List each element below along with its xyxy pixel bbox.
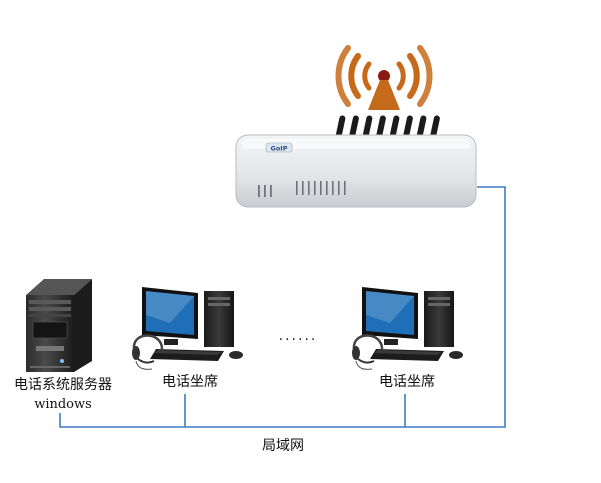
gateway-antenna bbox=[430, 115, 440, 140]
pc-drive-bay bbox=[208, 303, 230, 306]
server-tower-icon bbox=[26, 279, 92, 372]
ellipsis-more-agents: ...... bbox=[279, 328, 318, 344]
gateway-antenna bbox=[349, 115, 359, 140]
monitor-screen bbox=[366, 291, 414, 335]
monitor-glare bbox=[146, 291, 194, 323]
network-links bbox=[59, 186, 506, 428]
gateway-vents-left bbox=[258, 185, 272, 197]
headset-icon bbox=[352, 346, 360, 360]
headset-band bbox=[132, 334, 164, 350]
agent-2-label: 电话坐席 bbox=[379, 374, 435, 390]
headset-cable bbox=[355, 360, 373, 370]
monitor-screen bbox=[146, 291, 194, 335]
gateway-antenna bbox=[389, 115, 400, 140]
gateway-antenna bbox=[403, 115, 413, 140]
server-label: 电话系统服务器 bbox=[14, 377, 112, 393]
headset-mic bbox=[137, 358, 155, 364]
gateway-antenna bbox=[376, 115, 386, 140]
agent-workstation-1 bbox=[132, 287, 243, 370]
gateway-antenna bbox=[362, 115, 373, 140]
gateway-brand-label: GoIP bbox=[271, 145, 288, 153]
server-os-label: windows bbox=[34, 397, 92, 412]
pc-tower-icon bbox=[424, 291, 454, 347]
gateway-ports bbox=[296, 181, 346, 195]
headset-mic bbox=[357, 358, 375, 364]
pc-drive-bay bbox=[428, 303, 450, 306]
monitor-stand bbox=[164, 339, 178, 345]
goip-gateway-device: GoIP bbox=[235, 115, 477, 208]
pc-tower-icon bbox=[204, 291, 234, 347]
gateway-antenna bbox=[335, 115, 346, 140]
headset-cable bbox=[135, 360, 153, 370]
wireless-signal-icon bbox=[335, 45, 433, 110]
agent-workstation-2 bbox=[352, 287, 463, 370]
pc-drive-bay bbox=[428, 297, 450, 300]
pc-drive-bay bbox=[208, 297, 230, 300]
gateway-antennas bbox=[335, 115, 440, 140]
headset-band bbox=[352, 334, 384, 350]
monitor-stand bbox=[384, 339, 398, 345]
keyboard-keys bbox=[374, 350, 442, 355]
agent-1-label: 电话坐席 bbox=[162, 374, 218, 390]
lan-label: 局域网 bbox=[262, 438, 304, 454]
monitor-glare bbox=[366, 291, 414, 323]
keyboard-keys bbox=[154, 350, 222, 355]
headset-icon bbox=[132, 346, 140, 360]
lan-bus-line bbox=[59, 186, 506, 428]
mouse-icon bbox=[449, 351, 463, 359]
gateway-antenna bbox=[416, 115, 427, 140]
mouse-icon bbox=[229, 351, 243, 359]
